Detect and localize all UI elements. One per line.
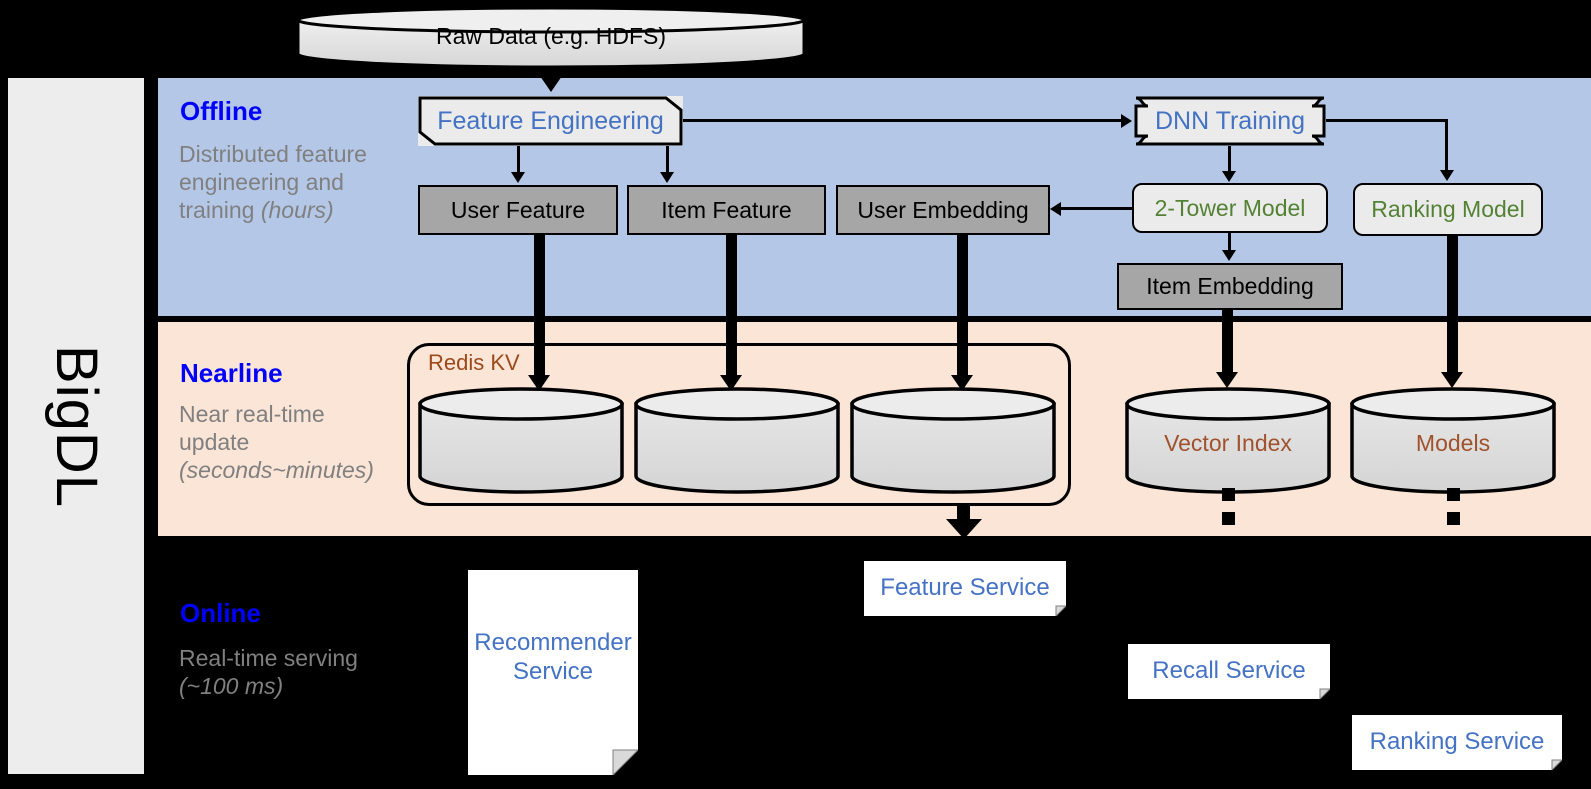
redis-store-2 <box>633 386 841 494</box>
bigdl-platform-label: BigDL <box>8 78 144 774</box>
redis-store-1 <box>417 386 625 494</box>
offline-description-emphasis: (hours) <box>260 197 334 224</box>
user-feature-node[interactable]: User Feature <box>418 185 618 235</box>
vector-index-label: Vector Index <box>1164 430 1292 456</box>
connector-dnn-ranking-h <box>1326 119 1448 122</box>
arrowhead-dnn-twotower <box>1222 171 1236 182</box>
flow-rankingmodel-models <box>1447 236 1458 378</box>
flow-segment-vectorindex-a <box>1222 488 1235 501</box>
online-description-text: Real-time serving <box>179 645 358 671</box>
ranking-service-node[interactable]: Ranking Service <box>1352 715 1562 770</box>
flow-userfeature-store <box>534 235 545 380</box>
connector-rawdata-fe <box>549 68 552 80</box>
feature-service-node[interactable]: Feature Service <box>864 561 1066 616</box>
arrowhead-redis-featureservice <box>946 519 982 539</box>
connector-fe-userfeature <box>517 146 520 176</box>
online-description: Real-time serving (~100 ms) <box>179 644 394 700</box>
redis-kv-label: Redis KV <box>424 350 524 376</box>
recommender-service-label: Recommender Service <box>474 628 632 685</box>
flow-segment-models-b <box>1447 512 1460 525</box>
arrowhead-rankingmodel-models <box>1441 372 1463 388</box>
raw-data-label: Raw Data (e.g. HDFS) <box>435 23 667 49</box>
connector-twotower-userembedding <box>1061 207 1134 210</box>
flow-segment-models-a <box>1447 488 1460 501</box>
redis-kv-container <box>407 343 1071 506</box>
models-label: Models <box>1415 430 1491 456</box>
item-feature-node[interactable]: Item Feature <box>627 185 826 235</box>
recall-service-node[interactable]: Recall Service <box>1128 644 1330 699</box>
offline-description: Distributed feature engineering and trai… <box>179 140 394 224</box>
recall-service-label: Recall Service <box>1152 657 1306 685</box>
ranking-model-label: Ranking Model <box>1371 196 1525 223</box>
connector-twotower-itemembedding <box>1228 233 1231 253</box>
nearline-description: Near real-time update (seconds~minutes) <box>179 400 394 484</box>
flow-segment-vectorindex-b <box>1222 512 1235 525</box>
models-store: Models <box>1349 386 1557 494</box>
dnn-training-node[interactable]: DNN Training <box>1132 96 1328 146</box>
feature-service-label: Feature Service <box>880 574 1050 602</box>
flow-itemembedding-vectorindex <box>1222 310 1233 378</box>
arrowhead-fe-userfeature <box>511 172 525 183</box>
arrowhead-dnn-ranking <box>1440 170 1454 181</box>
online-title: Online <box>180 598 261 628</box>
connector-fe-dnn <box>683 119 1121 122</box>
offline-description-text: Distributed feature engineering and trai… <box>179 141 367 224</box>
online-description-emphasis: (~100 ms) <box>179 673 284 700</box>
vector-index-store: Vector Index <box>1124 386 1332 494</box>
connector-dnn-twotower <box>1228 146 1231 174</box>
connector-fe-itemfeature <box>666 146 669 176</box>
nearline-title: Nearline <box>180 358 283 388</box>
user-embedding-label: User Embedding <box>857 196 1029 223</box>
dnn-training-label: DNN Training <box>1154 106 1306 135</box>
raw-data-store: Raw Data (e.g. HDFS) <box>296 6 806 68</box>
ranking-service-label: Ranking Service <box>1369 728 1545 756</box>
arrowhead-fe-dnn <box>1121 114 1132 128</box>
arrowhead-itemfeature-store <box>720 375 742 391</box>
user-embedding-node[interactable]: User Embedding <box>836 185 1050 235</box>
flow-itemfeature-store <box>726 235 737 380</box>
flow-segment-redis-featureservice <box>957 506 970 520</box>
arrowhead-itemembedding-vectorindex <box>1216 372 1238 388</box>
item-embedding-node[interactable]: Item Embedding <box>1117 263 1343 310</box>
two-tower-model-label: 2-Tower Model <box>1154 194 1306 221</box>
recommender-service-node[interactable]: Recommender Service <box>468 570 638 775</box>
offline-title: Offline <box>180 96 263 126</box>
arrowhead-twotower-userembedding <box>1050 202 1061 216</box>
item-embedding-label: Item Embedding <box>1146 273 1314 300</box>
user-feature-label: User Feature <box>450 196 586 223</box>
redis-store-3 <box>849 386 1057 494</box>
arrowhead-userfeature-store <box>528 375 550 391</box>
nearline-description-text: Near real-time update <box>179 401 325 456</box>
arrowhead-userembedding-store <box>951 375 973 391</box>
arrowhead-rawdata-fe <box>540 76 562 92</box>
feature-engineering-label: Feature Engineering <box>437 106 664 135</box>
two-tower-model-node[interactable]: 2-Tower Model <box>1132 183 1328 233</box>
bigdl-platform-rail <box>8 78 144 774</box>
feature-engineering-node[interactable]: Feature Engineering <box>418 96 683 146</box>
arrowhead-fe-itemfeature <box>660 172 674 183</box>
bigdl-platform-text: BigDL <box>43 344 109 508</box>
flow-userembedding-store <box>957 235 968 380</box>
ranking-model-node[interactable]: Ranking Model <box>1353 183 1543 236</box>
item-feature-label: Item Feature <box>661 196 792 223</box>
connector-dnn-ranking-v <box>1445 119 1448 173</box>
nearline-description-emphasis: (seconds~minutes) <box>179 457 374 484</box>
arrowhead-twotower-itemembedding <box>1222 250 1236 261</box>
